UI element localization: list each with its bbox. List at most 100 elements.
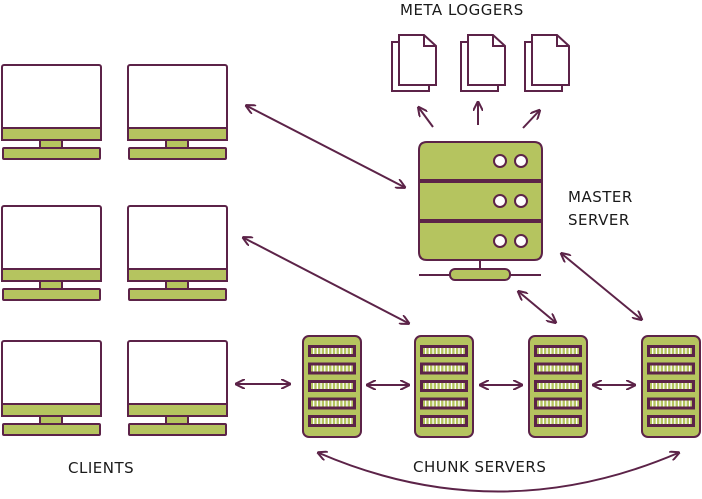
drive-slot-stripe <box>572 400 574 407</box>
drive-slot-stripe <box>542 365 544 372</box>
drive-slot-stripe <box>670 418 672 424</box>
drive-slot-stripe <box>689 348 691 354</box>
drive-slot-stripe <box>677 348 680 354</box>
monitor-bezel <box>1 268 102 282</box>
drive-slot-stripe <box>542 418 544 424</box>
drive-slot-stripe <box>685 418 687 424</box>
drive-slot-stripe <box>331 365 333 372</box>
clients-group <box>1 64 228 436</box>
drive-slot-stripe <box>685 400 687 407</box>
drive-slot-stripe <box>568 383 570 389</box>
drive-slot-stripe <box>553 418 556 424</box>
drive-slot-stripe <box>450 365 453 372</box>
drive-slot-stripe <box>331 383 333 389</box>
drive-slot-stripe <box>550 418 552 424</box>
drive-slot-stripe <box>539 418 541 424</box>
drive-slot-stripe <box>561 383 563 389</box>
drive-slot-stripe <box>428 400 430 407</box>
drive-slot-stripe <box>439 400 442 407</box>
drive-slot-stripe <box>568 365 570 372</box>
monitor-neck <box>39 280 63 290</box>
drive-slot-stripe <box>324 418 326 424</box>
drive-slot-stripe <box>561 348 563 354</box>
client-monitor-icon <box>127 64 228 160</box>
log-arrow <box>522 111 539 129</box>
drive-slot-stripe <box>655 400 657 407</box>
drive-slot-stripe <box>670 365 672 372</box>
document-fold <box>423 35 436 47</box>
drive-slot-stripe <box>428 418 430 424</box>
drive-slot-stripe <box>346 383 348 389</box>
drive-slot-stripe <box>447 383 449 389</box>
drive-slot-stripe <box>557 418 559 424</box>
drive-slot-stripe <box>428 365 430 372</box>
drive-slot-stripe <box>447 418 449 424</box>
drive-slot-stripe <box>659 383 661 389</box>
drive-slot-stripe <box>568 418 570 424</box>
monitor-bezel <box>1 403 102 417</box>
drive-slot-stripe <box>346 400 348 407</box>
drive-slot-stripe <box>539 400 541 407</box>
bidirectional-arrow <box>244 238 408 323</box>
drive-slot-stripe <box>659 418 661 424</box>
drive-slot-stripe <box>674 383 676 389</box>
drive-slot-stripe <box>443 383 445 389</box>
drive-slot-stripe <box>663 383 665 389</box>
drive-slot-stripe <box>666 418 669 424</box>
document-front <box>531 34 570 86</box>
client-monitor-icon <box>1 64 102 160</box>
drive-slot-stripe <box>572 348 574 354</box>
drive-slot-stripe <box>561 365 563 372</box>
drive-slot-stripe <box>564 348 567 354</box>
drive-slot-stripe <box>425 400 427 407</box>
monitor-neck <box>165 415 189 425</box>
drive-slot-stripe <box>546 400 548 407</box>
drive-slot-stripe <box>677 418 680 424</box>
drive-slot-stripe <box>316 365 318 372</box>
monitor-bezel <box>127 268 228 282</box>
drive-slot-stripe <box>564 383 567 389</box>
document-front <box>398 34 437 86</box>
drive-slot-stripe <box>316 383 318 389</box>
drive-slot-stripe <box>439 365 442 372</box>
drive-slot-stripe <box>550 400 552 407</box>
status-light <box>514 154 528 168</box>
drive-slot-stripe <box>572 418 574 424</box>
drive-slot-stripe <box>681 365 683 372</box>
chunk-server-icon <box>528 335 588 438</box>
drive-slot-stripe <box>564 400 567 407</box>
drive-slot-stripe <box>659 400 661 407</box>
monitor-base <box>128 147 227 160</box>
meta-loggers-group <box>391 34 570 92</box>
drive-slot-stripe <box>454 348 456 354</box>
client-monitor-icon <box>127 340 228 436</box>
drive-slot-stripe <box>428 348 430 354</box>
drive-slot-stripe <box>454 418 456 424</box>
client-monitor-icon <box>127 205 228 301</box>
drive-slot-stripe <box>663 365 665 372</box>
drive-slot-stripe <box>663 348 665 354</box>
drive-slot-stripe <box>553 400 556 407</box>
drive-slot-stripe <box>439 348 442 354</box>
drive-slot-stripe <box>338 418 341 424</box>
drive-slot-stripe <box>313 400 315 407</box>
drive-slot-stripe <box>685 348 687 354</box>
drive-slot-stripe <box>674 348 676 354</box>
drive-slot-stripe <box>539 348 541 354</box>
drive-slot-stripe <box>335 400 337 407</box>
drive-slot-stripe <box>546 383 548 389</box>
monitor-bezel <box>127 127 228 141</box>
drive-slot-stripe <box>447 365 449 372</box>
drive-slot-stripe <box>439 383 442 389</box>
drive-slot-stripe <box>546 418 548 424</box>
drive-slot-stripe <box>572 383 574 389</box>
drive-slot-stripe <box>674 365 676 372</box>
drive-slot-stripe <box>655 383 657 389</box>
drive-slot-stripe <box>313 418 315 424</box>
drive-slot-stripe <box>689 365 691 372</box>
drive-slot-stripe <box>546 365 548 372</box>
drive-slot-stripe <box>652 365 654 372</box>
drive-slot-stripe <box>458 400 460 407</box>
monitor-neck <box>165 280 189 290</box>
